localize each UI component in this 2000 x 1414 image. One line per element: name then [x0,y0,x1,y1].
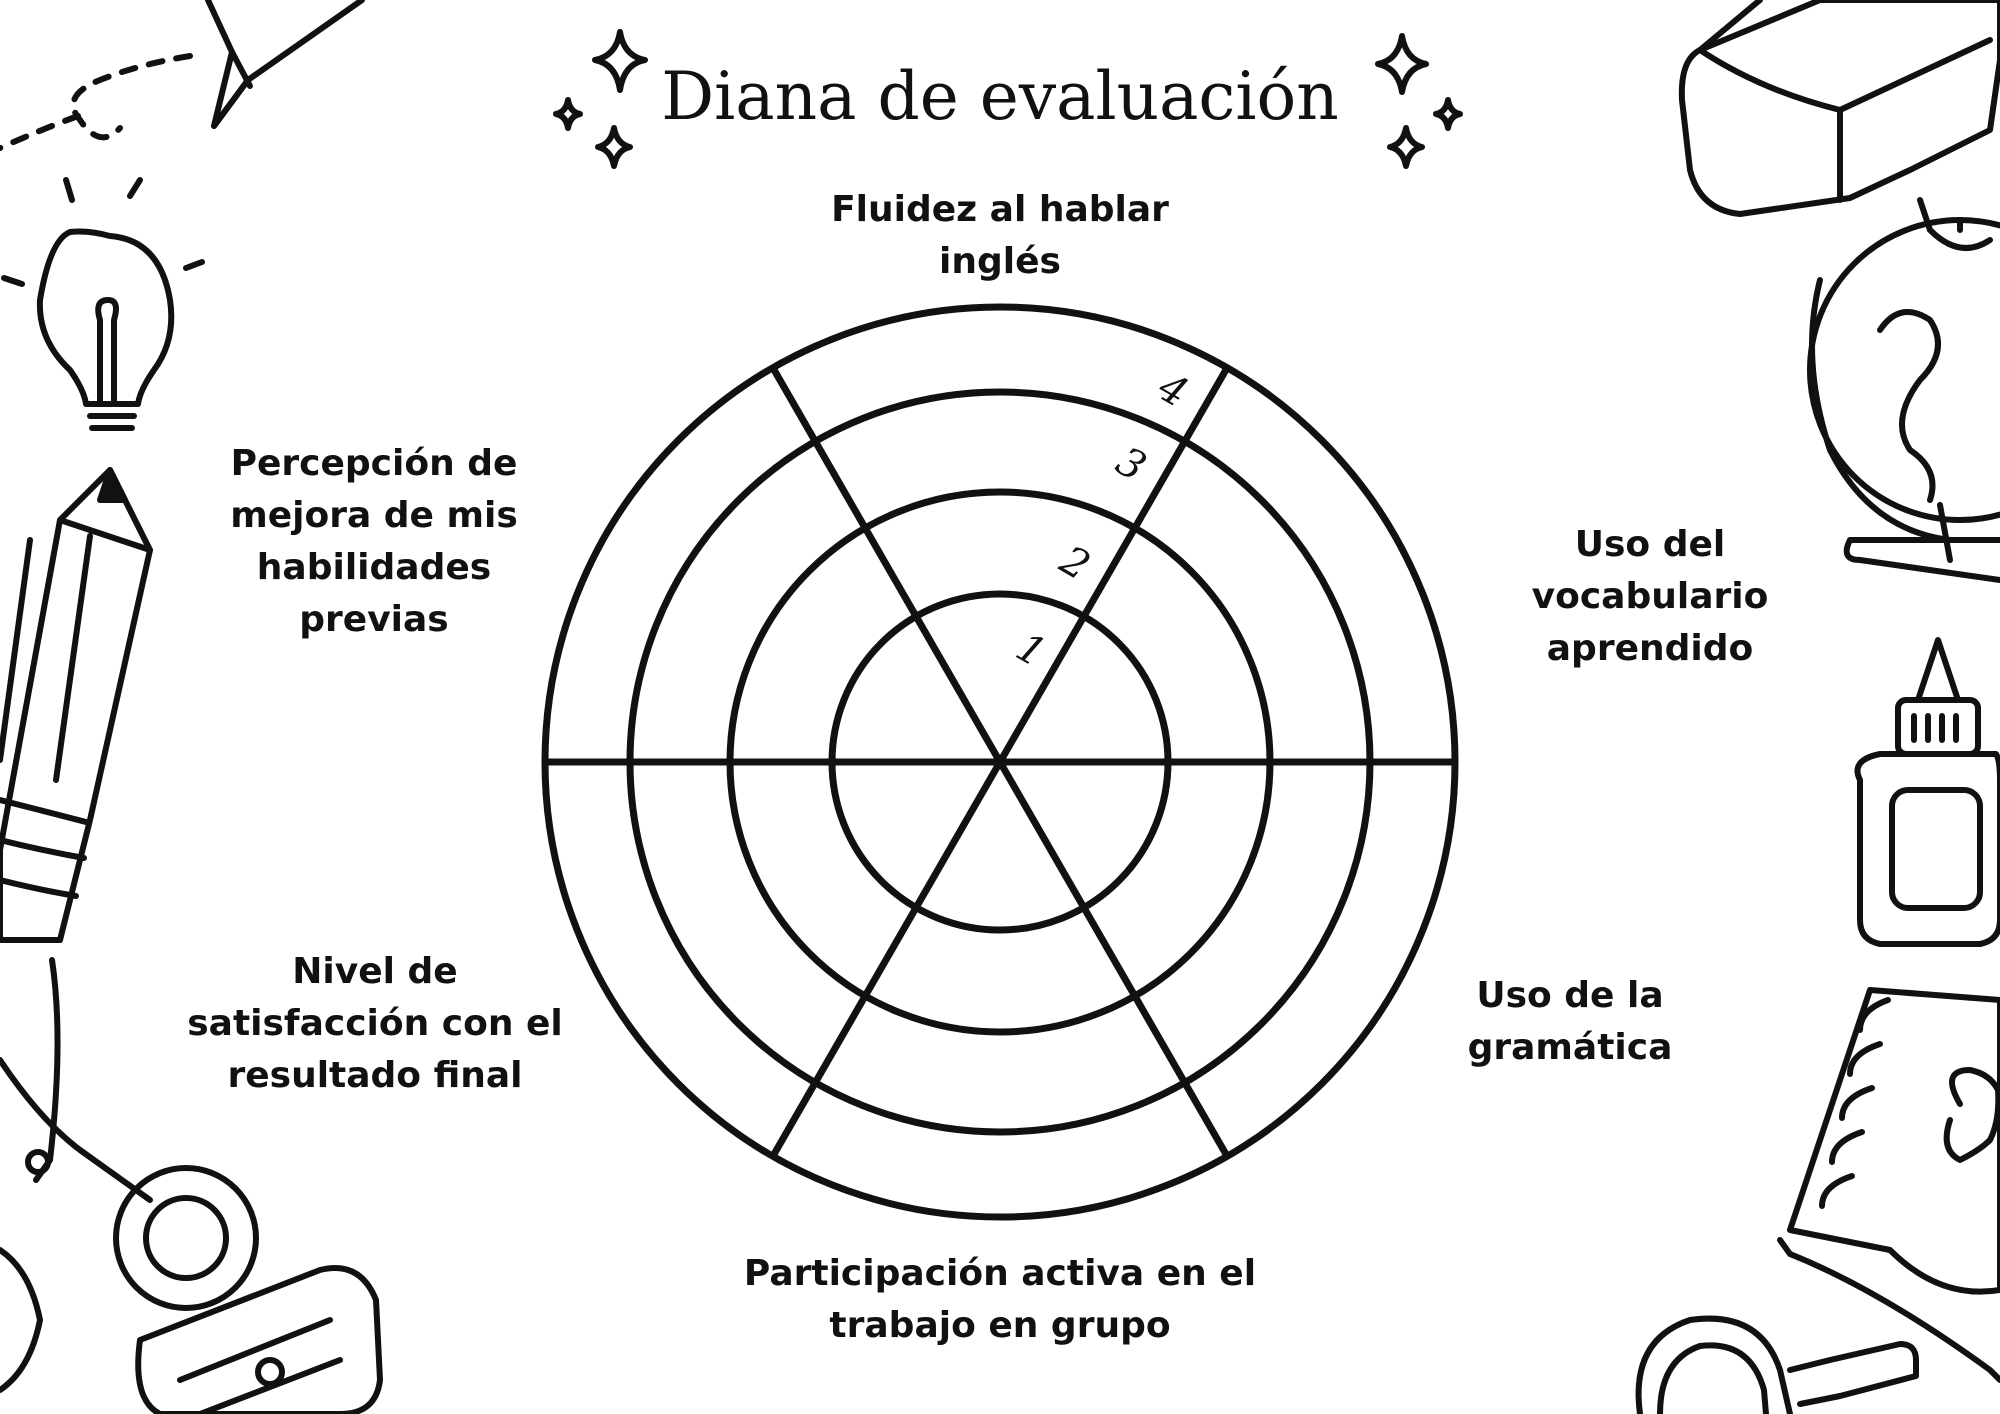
category-label-bottom: Participación activa en el trabajo en gr… [743,1253,1257,1346]
globe-icon [1807,197,2000,583]
magnifier-icon [1635,1315,1919,1414]
eraser-icon [1678,0,2000,217]
notebook-icon [1777,987,2000,1383]
page-title: Diana de evaluación [661,58,1339,135]
category-label-upper-left: Percepción de mejora de mis habilidades … [230,443,518,640]
paper-plane-icon [0,0,365,151]
glue-icon [1854,637,2000,947]
divider-diagonal-b [769,366,1231,1158]
lightbulb-icon [1,177,205,431]
category-label-upper-right: Uso del vocabulario aprendido [1531,524,1769,669]
category-label-lower-right: Uso de la gramática [1467,975,1673,1068]
pencil-icon [0,467,153,943]
sparkle-icon [553,29,1463,169]
sharpener-icon [135,1265,383,1414]
category-label-lower-left: Nivel de satisfacción con el resultado f… [187,951,563,1096]
scissors-icon [0,957,259,1393]
category-label-top: Fluidez al hablar inglés [831,189,1169,282]
